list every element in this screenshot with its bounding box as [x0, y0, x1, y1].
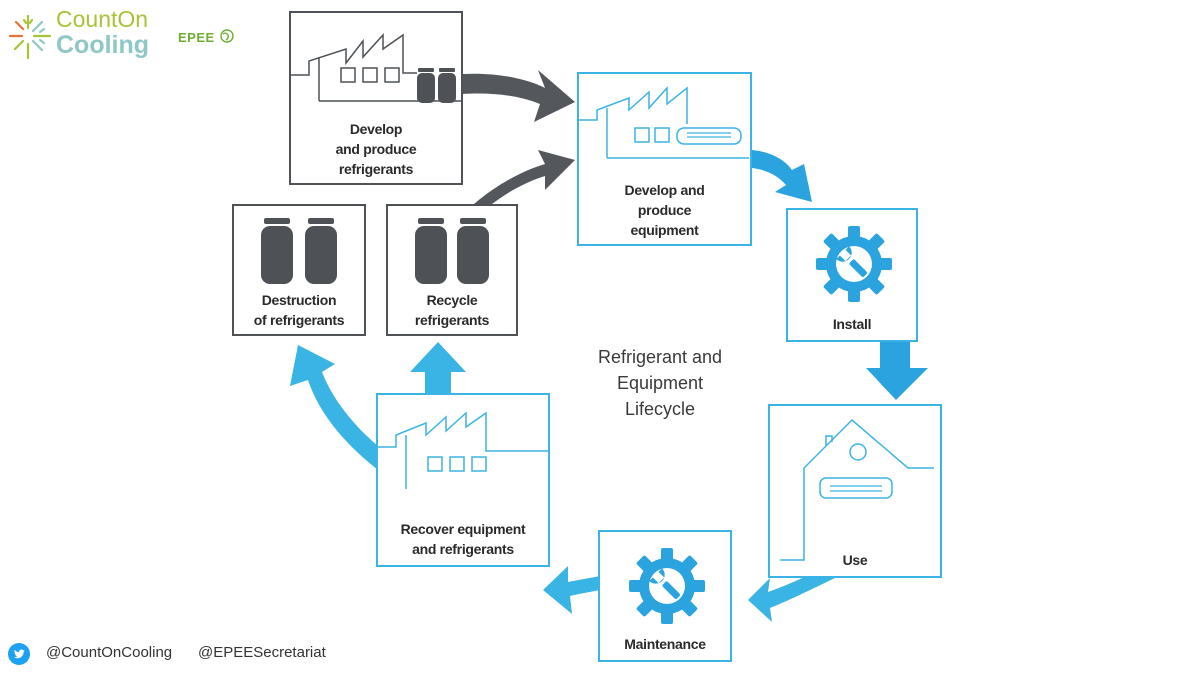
- step-label-line: Use: [842, 552, 868, 568]
- arrow-equipment-to-install: [752, 150, 812, 202]
- gear-wrench-icon: [816, 226, 892, 302]
- arrow-recover-to-recycle: [410, 342, 466, 395]
- arrow-recover-to-destruction: [290, 345, 378, 470]
- arrow-install-to-use: [866, 340, 928, 400]
- step-label-line: and produce: [335, 141, 417, 157]
- step-recycle: Recycle refrigerants: [386, 204, 518, 336]
- twitter-handle-countoncooling[interactable]: @CountOnCooling: [46, 644, 173, 661]
- step-recover: Recover equipment and refrigerants: [376, 393, 550, 567]
- step-label-line: of refrigerants: [253, 312, 345, 328]
- step-use: Use: [768, 404, 942, 578]
- diagram-title-line: Equipment: [616, 373, 704, 393]
- step-develop-refrigerants: Develop and produce refrigerants: [289, 11, 463, 185]
- factory-with-ac-unit-icon: [579, 86, 749, 159]
- globe-icon: [220, 29, 234, 43]
- factory-icon: [378, 411, 548, 489]
- twitter-icon: [8, 643, 30, 665]
- arrow-refrigerants-to-equipment: [462, 70, 575, 122]
- arrow-maintenance-to-recover: [543, 566, 600, 614]
- gas-cylinders-icon: [261, 218, 337, 284]
- gas-cylinder-icon: [417, 68, 456, 103]
- twitter-handle-epee[interactable]: @EPEESecretariat: [198, 644, 326, 661]
- diagram-title: Refrigerant and Equipment Lifecycle: [570, 344, 750, 422]
- logo-word-counton: CountOn: [56, 6, 149, 32]
- step-label-line: Install: [832, 316, 872, 332]
- step-install: Install: [786, 208, 918, 342]
- step-label-line: refrigerants: [338, 161, 414, 177]
- epee-logo: EPEE: [178, 30, 215, 45]
- ac-unit-icon: [676, 127, 742, 145]
- diagram-title-line: Lifecycle: [624, 399, 696, 419]
- diagram-title-line: Refrigerant and: [597, 347, 723, 367]
- step-label-line: Destruction: [261, 292, 337, 308]
- snowflake-spark-icon: [8, 14, 52, 60]
- factory-with-cylinders-icon: [291, 33, 461, 103]
- step-label-line: produce: [637, 202, 692, 218]
- arrow-use-to-maintenance: [748, 566, 835, 622]
- countoncooling-logo: CountOn Cooling: [4, 6, 174, 66]
- step-label-line: Maintenance: [624, 636, 706, 652]
- logo-word-cooling: Cooling: [56, 31, 150, 59]
- step-label-line: refrigerants: [414, 312, 490, 328]
- arrow-recycle-to-equipment: [474, 150, 575, 204]
- step-label-line: Recover equipment: [400, 521, 526, 537]
- gas-cylinders-icon: [415, 218, 489, 284]
- gear-wrench-icon: [629, 548, 705, 624]
- step-maintenance: Maintenance: [598, 530, 732, 662]
- step-destruction: Destruction of refrigerants: [232, 204, 366, 336]
- step-label-line: and refrigerants: [412, 541, 514, 557]
- house-with-ac-icon: [780, 418, 934, 561]
- ac-unit-icon: [819, 477, 893, 499]
- step-label-line: equipment: [630, 222, 699, 238]
- step-label-line: Develop and: [624, 182, 705, 198]
- step-label-line: Develop: [349, 121, 403, 137]
- step-label-line: Recycle: [426, 292, 478, 308]
- step-develop-equipment: Develop and produce equipment: [577, 72, 752, 246]
